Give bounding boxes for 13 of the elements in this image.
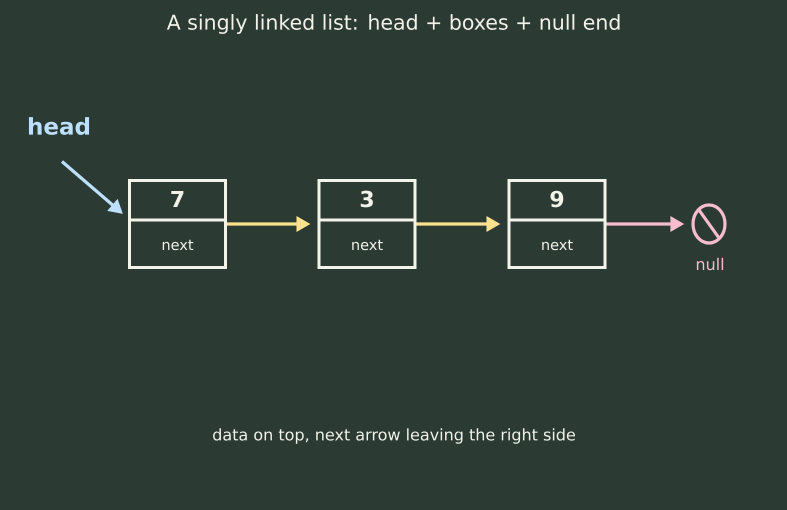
- next-label: next: [352, 240, 383, 250]
- null-label: null: [696, 258, 724, 270]
- next-label: next: [162, 240, 194, 250]
- list-node-box: [128, 179, 227, 269]
- pointer-label: head: [28, 117, 90, 135]
- caption: data on top, next arrow leaving the right side: [213, 428, 575, 444]
- title: A singly linked list: head + boxes + null end: [166, 14, 620, 34]
- data-value: 3: [360, 190, 373, 208]
- data-value: 7: [171, 190, 184, 208]
- list-node-box: [508, 179, 607, 269]
- data-value: 9: [550, 190, 564, 208]
- next-label: next: [542, 240, 573, 250]
- list-node-box: [318, 179, 416, 269]
